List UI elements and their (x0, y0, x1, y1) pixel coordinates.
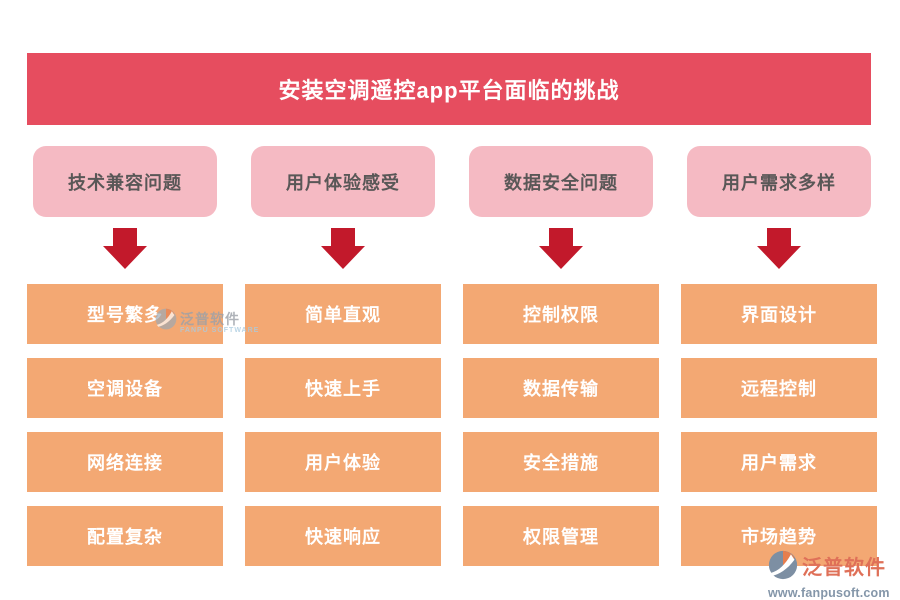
item-box: 用户体验 (245, 432, 441, 492)
category-header: 数据安全问题 (469, 146, 653, 217)
item-box: 安全措施 (463, 432, 659, 492)
page-title: 安装空调遥控app平台面临的挑战 (27, 53, 871, 125)
category-header: 用户需求多样 (687, 146, 871, 217)
category-header: 用户体验感受 (251, 146, 435, 217)
column-user-needs: 用户需求多样 界面设计 远程控制 用户需求 市场趋势 (681, 146, 877, 570)
item-box: 用户需求 (681, 432, 877, 492)
brand-url: www.fanpusoft.com (768, 586, 890, 600)
item-box: 型号繁多 (27, 284, 223, 344)
item-box: 权限管理 (463, 506, 659, 566)
column-data-security: 数据安全问题 控制权限 数据传输 安全措施 权限管理 (463, 146, 659, 570)
item-box: 空调设备 (27, 358, 223, 418)
item-box: 控制权限 (463, 284, 659, 344)
column-tech-compat: 技术兼容问题 型号繁多 空调设备 网络连接 配置复杂 (27, 146, 223, 570)
item-box: 简单直观 (245, 284, 441, 344)
category-header: 技术兼容问题 (33, 146, 217, 217)
fanpu-logo-icon (768, 550, 798, 585)
item-box: 快速响应 (245, 506, 441, 566)
item-box: 数据传输 (463, 358, 659, 418)
item-box: 界面设计 (681, 284, 877, 344)
item-box: 快速上手 (245, 358, 441, 418)
brand-name: 泛普软件 (802, 556, 886, 579)
item-box: 配置复杂 (27, 506, 223, 566)
fanpu-brand: 泛普软件 www.fanpusoft.com (768, 550, 896, 600)
item-box: 网络连接 (27, 432, 223, 492)
item-box: 远程控制 (681, 358, 877, 418)
down-arrow-icon (321, 228, 365, 269)
down-arrow-icon (103, 228, 147, 269)
down-arrow-icon (757, 228, 801, 269)
down-arrow-icon (539, 228, 583, 269)
column-user-experience: 用户体验感受 简单直观 快速上手 用户体验 快速响应 (245, 146, 441, 570)
